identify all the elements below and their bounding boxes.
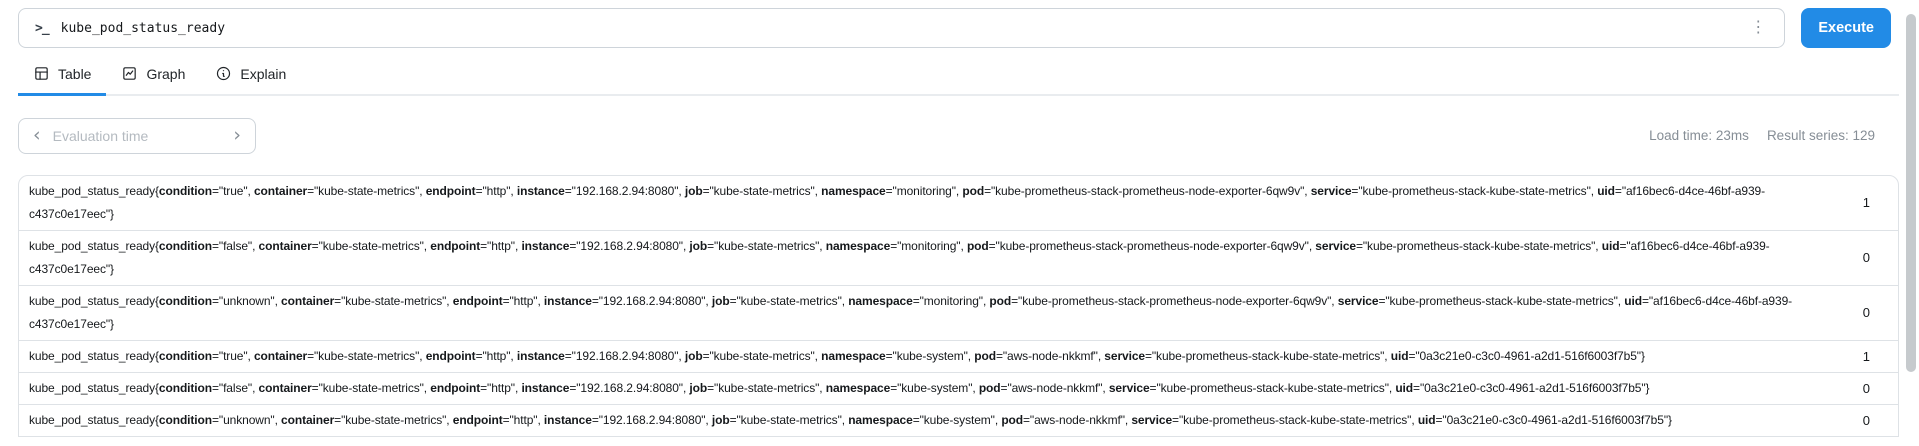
table-icon (33, 65, 50, 82)
execute-button[interactable]: Execute (1801, 8, 1891, 48)
evaluation-time-picker[interactable]: ‹ Evaluation time › (18, 117, 256, 154)
table-row: kube_pod_status_ready{condition="unknown… (19, 403, 1898, 436)
kebab-menu-icon[interactable]: ⋮ (1750, 19, 1767, 36)
tab-graph-label: Graph (146, 65, 186, 82)
series-value: 0 (1862, 412, 1870, 428)
tab-graph[interactable]: Graph (106, 55, 200, 96)
series-value: 0 (1862, 380, 1870, 396)
terminal-prompt-icon: >_ (35, 20, 50, 36)
series-value: 1 (1862, 195, 1870, 210)
table-row: kube_pod_status_ready{condition="false",… (19, 371, 1898, 404)
query-bar: >_ kube_pod_status_ready ⋮ Execute (18, 8, 1891, 48)
series-text: kube_pod_status_ready{condition="true", … (29, 183, 1766, 221)
results-table: kube_pod_status_ready{condition="true", … (18, 174, 1899, 437)
table-toolbar: ‹ Evaluation time › Load time: 23ms Resu… (18, 117, 1875, 154)
table-row: kube_pod_status_ready{condition="false",… (19, 229, 1898, 285)
query-input[interactable]: >_ kube_pod_status_ready ⋮ (18, 8, 1786, 48)
table-row: kube_pod_status_ready{condition="true", … (19, 176, 1898, 230)
load-time-text: Load time: 23ms (1649, 128, 1749, 143)
evaluation-time-input[interactable]: Evaluation time (52, 127, 149, 144)
tab-table-label: Table (58, 65, 92, 82)
series-text: kube_pod_status_ready{condition="true", … (29, 348, 1645, 363)
tab-table[interactable]: Table (18, 55, 107, 96)
series-value: 0 (1862, 305, 1870, 320)
series-text: kube_pod_status_ready{condition="unknown… (29, 293, 1793, 331)
table-row: kube_pod_status_ready{condition="unknown… (19, 284, 1898, 340)
series-text: kube_pod_status_ready{condition="false",… (29, 380, 1650, 395)
series-value: 1 (1862, 348, 1870, 364)
result-series-text: Result series: 129 (1766, 128, 1875, 143)
tab-explain[interactable]: Explain (200, 55, 301, 96)
chevron-right-icon[interactable]: › (233, 124, 241, 146)
chevron-left-icon[interactable]: ‹ (33, 124, 41, 146)
table-row: kube_pod_status_ready{condition="true", … (19, 339, 1898, 372)
view-tabs: Table Graph Explain (18, 55, 1899, 96)
query-stats: Load time: 23ms Result series: 129 (1649, 128, 1875, 143)
query-expression[interactable]: kube_pod_status_ready (60, 20, 226, 36)
series-text: kube_pod_status_ready{condition="unknown… (29, 412, 1672, 427)
series-text: kube_pod_status_ready{condition="false",… (29, 238, 1770, 276)
tab-explain-label: Explain (240, 65, 287, 82)
series-value: 0 (1862, 250, 1870, 265)
info-icon (215, 65, 232, 82)
graph-icon (121, 65, 138, 82)
scrollbar-thumb[interactable] (1906, 14, 1916, 372)
